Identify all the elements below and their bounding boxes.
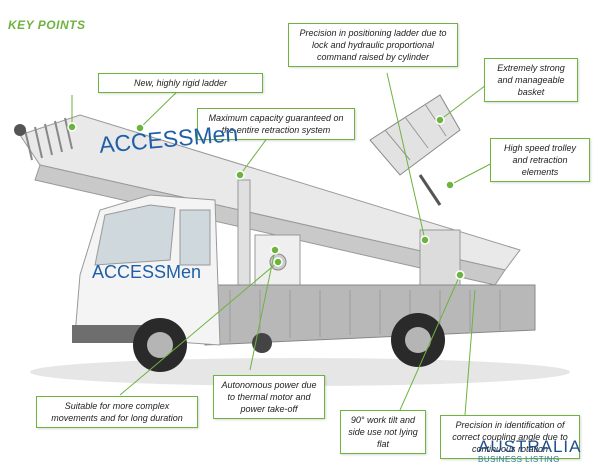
cab-logo: ACCESSMen [92, 262, 202, 282]
callout-autonomous-power: Autonomous power due to thermal motor an… [213, 375, 325, 419]
page-title: KEY POINTS [8, 18, 86, 32]
callout-coupling-angle: Precision in identification of correct c… [440, 415, 580, 459]
front-wheel [133, 318, 187, 372]
callout-rigid-ladder: New, highly rigid ladder [98, 73, 263, 93]
rear-wheel [391, 313, 445, 367]
basket [369, 94, 461, 206]
callout-strong-basket: Extremely strong and manageable basket [484, 58, 578, 102]
callout-work-tilt: 90° work tilt and side use not lying fla… [340, 410, 426, 454]
callout-dots [67, 115, 465, 280]
support-column [237, 179, 251, 291]
watermark-text: AUSTRALIA BUSINESS LISTING [478, 437, 582, 464]
callout-precision-positioning: Precision in positioning ladder due to l… [288, 23, 458, 67]
truck-bed [204, 284, 536, 346]
callout-max-capacity: Maximum capacity guaranteed on the entir… [197, 108, 355, 140]
truck-cab [72, 194, 221, 346]
boom-tip-pulley [14, 124, 26, 136]
callout-trolley: High speed trolley and retraction elemen… [490, 138, 590, 182]
front-bumper [72, 325, 142, 343]
fuel-tank [252, 333, 272, 353]
callout-complex-movements: Suitable for more complex movements and … [36, 396, 198, 428]
